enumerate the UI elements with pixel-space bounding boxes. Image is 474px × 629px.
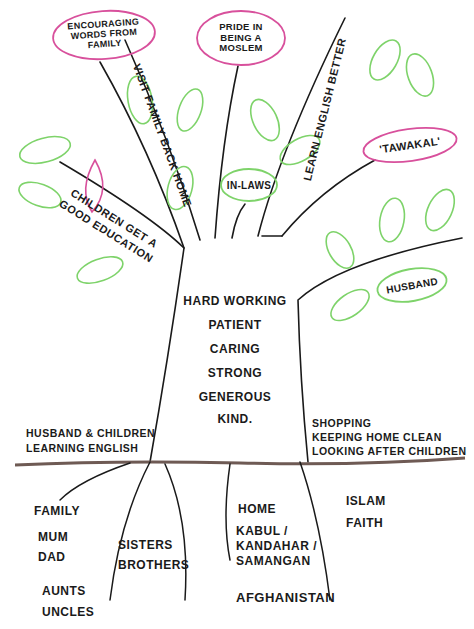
node-text: ENCOURAGING WORDS FROM FAMILY: [61, 17, 147, 52]
leaf-node: IN-LAWS: [220, 168, 278, 202]
tree-label: KABUL / KANDAHAR / SAMANGAN: [236, 524, 328, 569]
tree-label: SHOPPING: [312, 416, 472, 431]
tree-branches: [215, 66, 238, 238]
ground-line: [15, 458, 465, 465]
tree-label: STRONG: [160, 366, 310, 381]
tree-label: FAMILY: [34, 504, 114, 519]
tree-label: UNCLES: [42, 605, 112, 620]
leaves: [16, 35, 461, 327]
tree-label: GENEROUS: [160, 390, 310, 405]
tree-label: MUM: [38, 530, 98, 545]
node-ellipse: [375, 263, 449, 307]
tree-label: SISTERS: [118, 538, 208, 553]
tree-label: CARING: [160, 342, 310, 357]
oval-node: ENCOURAGING WORDS FROM FAMILY: [50, 6, 157, 63]
tree-label: PATIENT: [160, 318, 310, 333]
tree-label: HARD WORKING: [160, 294, 310, 309]
leaves: [326, 283, 375, 326]
tree-branches: [232, 204, 245, 238]
tree-label: DAD: [38, 550, 98, 565]
tree-label: KIND.: [160, 412, 310, 427]
tree-label: BROTHERS: [118, 558, 208, 573]
tree-label: LOOKING AFTER CHILDREN: [312, 444, 472, 459]
leaves: [74, 251, 127, 288]
tree-label: HUSBAND & CHILDREN LEARNING ENGLISH: [26, 426, 166, 456]
leaves: [172, 86, 208, 135]
tree-label: AFGHANISTAN: [236, 590, 356, 605]
roots: [60, 462, 330, 600]
node-text: HUSBAND: [381, 274, 444, 296]
oval-node: 'TAWAKAL': [360, 121, 460, 168]
tree-branches: [282, 160, 375, 236]
tree-label: FAITH: [346, 516, 426, 531]
node-text: PRIDE IN BEING A MOSLEM: [210, 22, 272, 53]
branch-label: VISIT FAMILY BACK HOME: [123, 46, 200, 224]
branch-label: LEARN ENGLISH BETTER: [297, 25, 353, 194]
leaves: [376, 196, 407, 243]
tree-label: ISLAM: [346, 494, 426, 509]
node-text: IN-LAWS: [224, 180, 274, 191]
tree-label: KEEPING HOME CLEAN: [312, 430, 472, 445]
roots: [300, 462, 330, 600]
leaves: [245, 95, 285, 145]
roots: [60, 463, 130, 500]
leaf-node: HUSBAND: [374, 262, 451, 308]
roots: [110, 462, 150, 600]
roots: [165, 464, 186, 600]
oval-node: PRIDE IN BEING A MOSLEM: [196, 10, 286, 66]
tree-branches: [262, 235, 282, 237]
node-ellipse: [197, 11, 285, 65]
roots: [226, 464, 230, 560]
tree-label: HOME: [238, 502, 308, 517]
leaves: [16, 177, 65, 213]
node-ellipse: [51, 8, 156, 63]
leaves: [401, 50, 439, 100]
leaves: [364, 35, 407, 85]
node-ellipse: [221, 169, 277, 201]
leaves: [17, 132, 73, 169]
leaves: [420, 185, 460, 235]
tree-label: AUNTS: [42, 584, 112, 599]
node-ellipse: [361, 123, 459, 168]
leaves: [320, 227, 359, 273]
